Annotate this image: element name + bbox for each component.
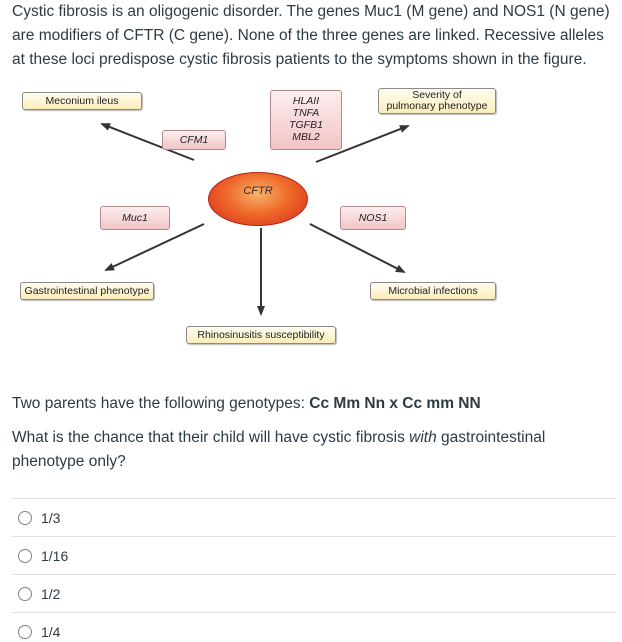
- gene-hlaii: HLAII: [292, 95, 320, 107]
- genes-box: HLAII TNFA TGFB1 MBL2: [270, 90, 342, 150]
- arrow-to-severity: [315, 125, 410, 163]
- arrow-to-microbial: [309, 223, 406, 273]
- radio-button[interactable]: [18, 586, 32, 601]
- option-4[interactable]: 1/4: [12, 612, 616, 642]
- option-label: 1/3: [41, 509, 61, 526]
- muc1-box: Muc1: [100, 206, 170, 230]
- gene-tgfb1: TGFB1: [289, 119, 323, 131]
- arrow-to-meconium: [100, 123, 195, 161]
- gene-tnfa: TNFA: [292, 107, 320, 119]
- cftr-label: CFTR: [243, 185, 273, 197]
- diagram-arrows: [100, 123, 410, 316]
- meconium-ileus-label: Meconium ileus: [45, 95, 119, 107]
- gastrointestinal-box: Gastrointestinal phenotype: [20, 282, 154, 300]
- cftr-ellipse: CFTR: [208, 172, 308, 226]
- answer-options: 1/3 1/16 1/2 1/4: [12, 498, 616, 642]
- question-prompt: What is the chance that their child will…: [12, 429, 546, 470]
- severity-label-line1: Severity of: [412, 89, 462, 101]
- rhinosinusitis-label: Rhinosinusitis susceptibility: [197, 329, 325, 341]
- microbial-label: Microbial infections: [388, 285, 478, 297]
- severity-pulmonary-box: Severity of pulmonary phenotype: [378, 88, 496, 114]
- radio-button[interactable]: [18, 548, 32, 563]
- radio-button[interactable]: [18, 510, 32, 525]
- question-intro: Cystic fibrosis is an oligogenic disorde…: [12, 3, 610, 68]
- option-3[interactable]: 1/2: [12, 574, 616, 612]
- option-1[interactable]: 1/3: [12, 498, 616, 536]
- option-2[interactable]: 1/16: [12, 536, 616, 574]
- rhinosinusitis-box: Rhinosinusitis susceptibility: [186, 326, 336, 344]
- arrow-to-gastro: [104, 223, 205, 271]
- severity-label-line2: pulmonary phenotype: [386, 100, 488, 112]
- cftr-modifier-diagram: Meconium ileus Severity of pulmonary phe…: [14, 82, 504, 362]
- microbial-box: Microbial infections: [370, 282, 496, 300]
- gastrointestinal-label: Gastrointestinal phenotype: [24, 285, 150, 297]
- cfm1-box: CFM1: [162, 130, 226, 150]
- meconium-ileus-box: Meconium ileus: [22, 92, 142, 110]
- option-label: 1/4: [41, 623, 61, 640]
- option-label: 1/2: [41, 585, 61, 602]
- nos1-label: NOS1: [358, 212, 388, 224]
- prompt-emphasis: with: [409, 429, 437, 446]
- genotype-statement: Two parents have the following genotypes…: [12, 395, 481, 412]
- muc1-label: Muc1: [122, 212, 148, 224]
- gene-mbl2: MBL2: [292, 131, 320, 143]
- radio-button[interactable]: [18, 624, 32, 639]
- option-label: 1/16: [41, 547, 69, 564]
- genotypes: Cc Mm Nn x Cc mm NN: [309, 395, 481, 412]
- cfm1-label: CFM1: [179, 134, 209, 146]
- nos1-box: NOS1: [340, 206, 406, 230]
